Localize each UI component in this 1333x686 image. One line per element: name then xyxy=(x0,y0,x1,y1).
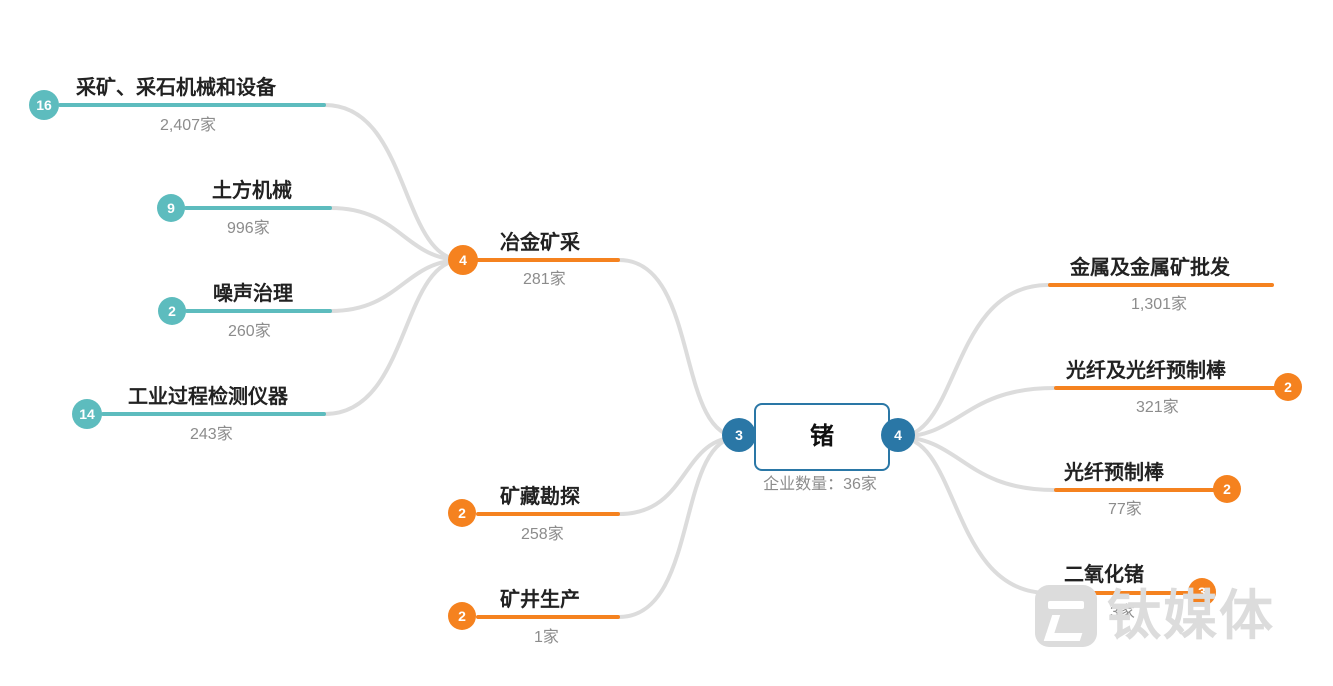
node-hub-label: 冶金矿采 xyxy=(500,232,580,254)
node-right-3-count: 77家 xyxy=(1108,501,1142,518)
link-left-1 xyxy=(323,103,464,262)
node-right-2-count: 321家 xyxy=(1136,399,1179,416)
node-right-4-count: 3家 xyxy=(1110,604,1135,621)
node-left-2-count: 996家 xyxy=(227,220,270,237)
center-right-badge[interactable]: 4 xyxy=(881,418,915,452)
link-mid-center-1 xyxy=(617,435,741,516)
node-hub-count: 281家 xyxy=(523,271,566,288)
node-left-4-label: 工业过程检测仪器 xyxy=(128,386,288,408)
node-mid-1-label: 矿藏勘探 xyxy=(500,486,580,508)
node-left-3-bar xyxy=(185,309,332,313)
link-right-3 xyxy=(896,435,1056,492)
link-right-2 xyxy=(896,386,1056,439)
node-left-2-badge[interactable]: 9 xyxy=(157,194,185,222)
node-right-3-bar xyxy=(1054,488,1219,492)
node-mid-1-badge[interactable]: 2 xyxy=(448,499,476,527)
watermark: 钛媒体 xyxy=(1035,585,1275,647)
link-left-3 xyxy=(329,258,464,313)
link-mid-center-2 xyxy=(617,435,741,619)
node-left-1-badge[interactable]: 16 xyxy=(29,90,59,120)
node-left-3-label: 噪声治理 xyxy=(213,283,293,305)
node-left-1-bar xyxy=(58,103,326,107)
node-mid-2-label: 矿井生产 xyxy=(500,589,580,611)
link-right-1 xyxy=(896,283,1050,439)
node-right-1-count: 1,301家 xyxy=(1131,296,1188,313)
node-left-3-count: 260家 xyxy=(228,323,271,340)
center-left-badge[interactable]: 3 xyxy=(722,418,756,452)
node-left-4-count: 243家 xyxy=(190,426,233,443)
node-left-4-badge[interactable]: 14 xyxy=(72,399,102,429)
node-right-1-label: 金属及金属矿批发 xyxy=(1070,257,1230,279)
node-left-2-label: 土方机械 xyxy=(212,180,292,202)
node-left-1-label: 采矿、采石机械和设备 xyxy=(76,77,276,99)
link-left-4 xyxy=(323,258,464,416)
node-right-2-bar xyxy=(1054,386,1280,390)
node-right-3-label: 光纤预制棒 xyxy=(1064,462,1164,484)
node-left-2-bar xyxy=(184,206,332,210)
node-right-2-badge[interactable]: 2 xyxy=(1274,373,1302,401)
link-hub-center xyxy=(617,258,741,439)
node-right-4-bar xyxy=(1048,591,1193,595)
node-right-1-bar xyxy=(1048,283,1274,287)
node-hub-badge[interactable]: 4 xyxy=(448,245,478,275)
node-mid-2-bar xyxy=(476,615,620,619)
node-left-1-count: 2,407家 xyxy=(160,117,217,134)
node-mid-1-bar xyxy=(476,512,620,516)
node-mid-2-count: 1家 xyxy=(534,629,559,646)
center-node-title: 锗 xyxy=(810,423,834,450)
node-right-4-badge[interactable]: 3 xyxy=(1188,578,1216,606)
node-mid-2-badge[interactable]: 2 xyxy=(448,602,476,630)
tmtpost-logo-icon xyxy=(1035,585,1097,647)
link-left-2 xyxy=(329,206,464,262)
center-node-subtitle: 企业数量：36家 xyxy=(763,476,877,493)
center-node[interactable]: 锗 xyxy=(754,403,890,471)
link-right-4 xyxy=(896,435,1050,595)
watermark-text: 钛媒体 xyxy=(1107,586,1275,646)
node-left-4-bar xyxy=(101,412,326,416)
node-right-4-label: 二氧化锗 xyxy=(1064,564,1144,586)
node-left-3-badge[interactable]: 2 xyxy=(158,297,186,325)
node-right-2-label: 光纤及光纤预制棒 xyxy=(1066,360,1226,382)
node-hub-bar xyxy=(476,258,620,262)
node-mid-1-count: 258家 xyxy=(521,526,564,543)
node-right-3-badge[interactable]: 2 xyxy=(1213,475,1241,503)
